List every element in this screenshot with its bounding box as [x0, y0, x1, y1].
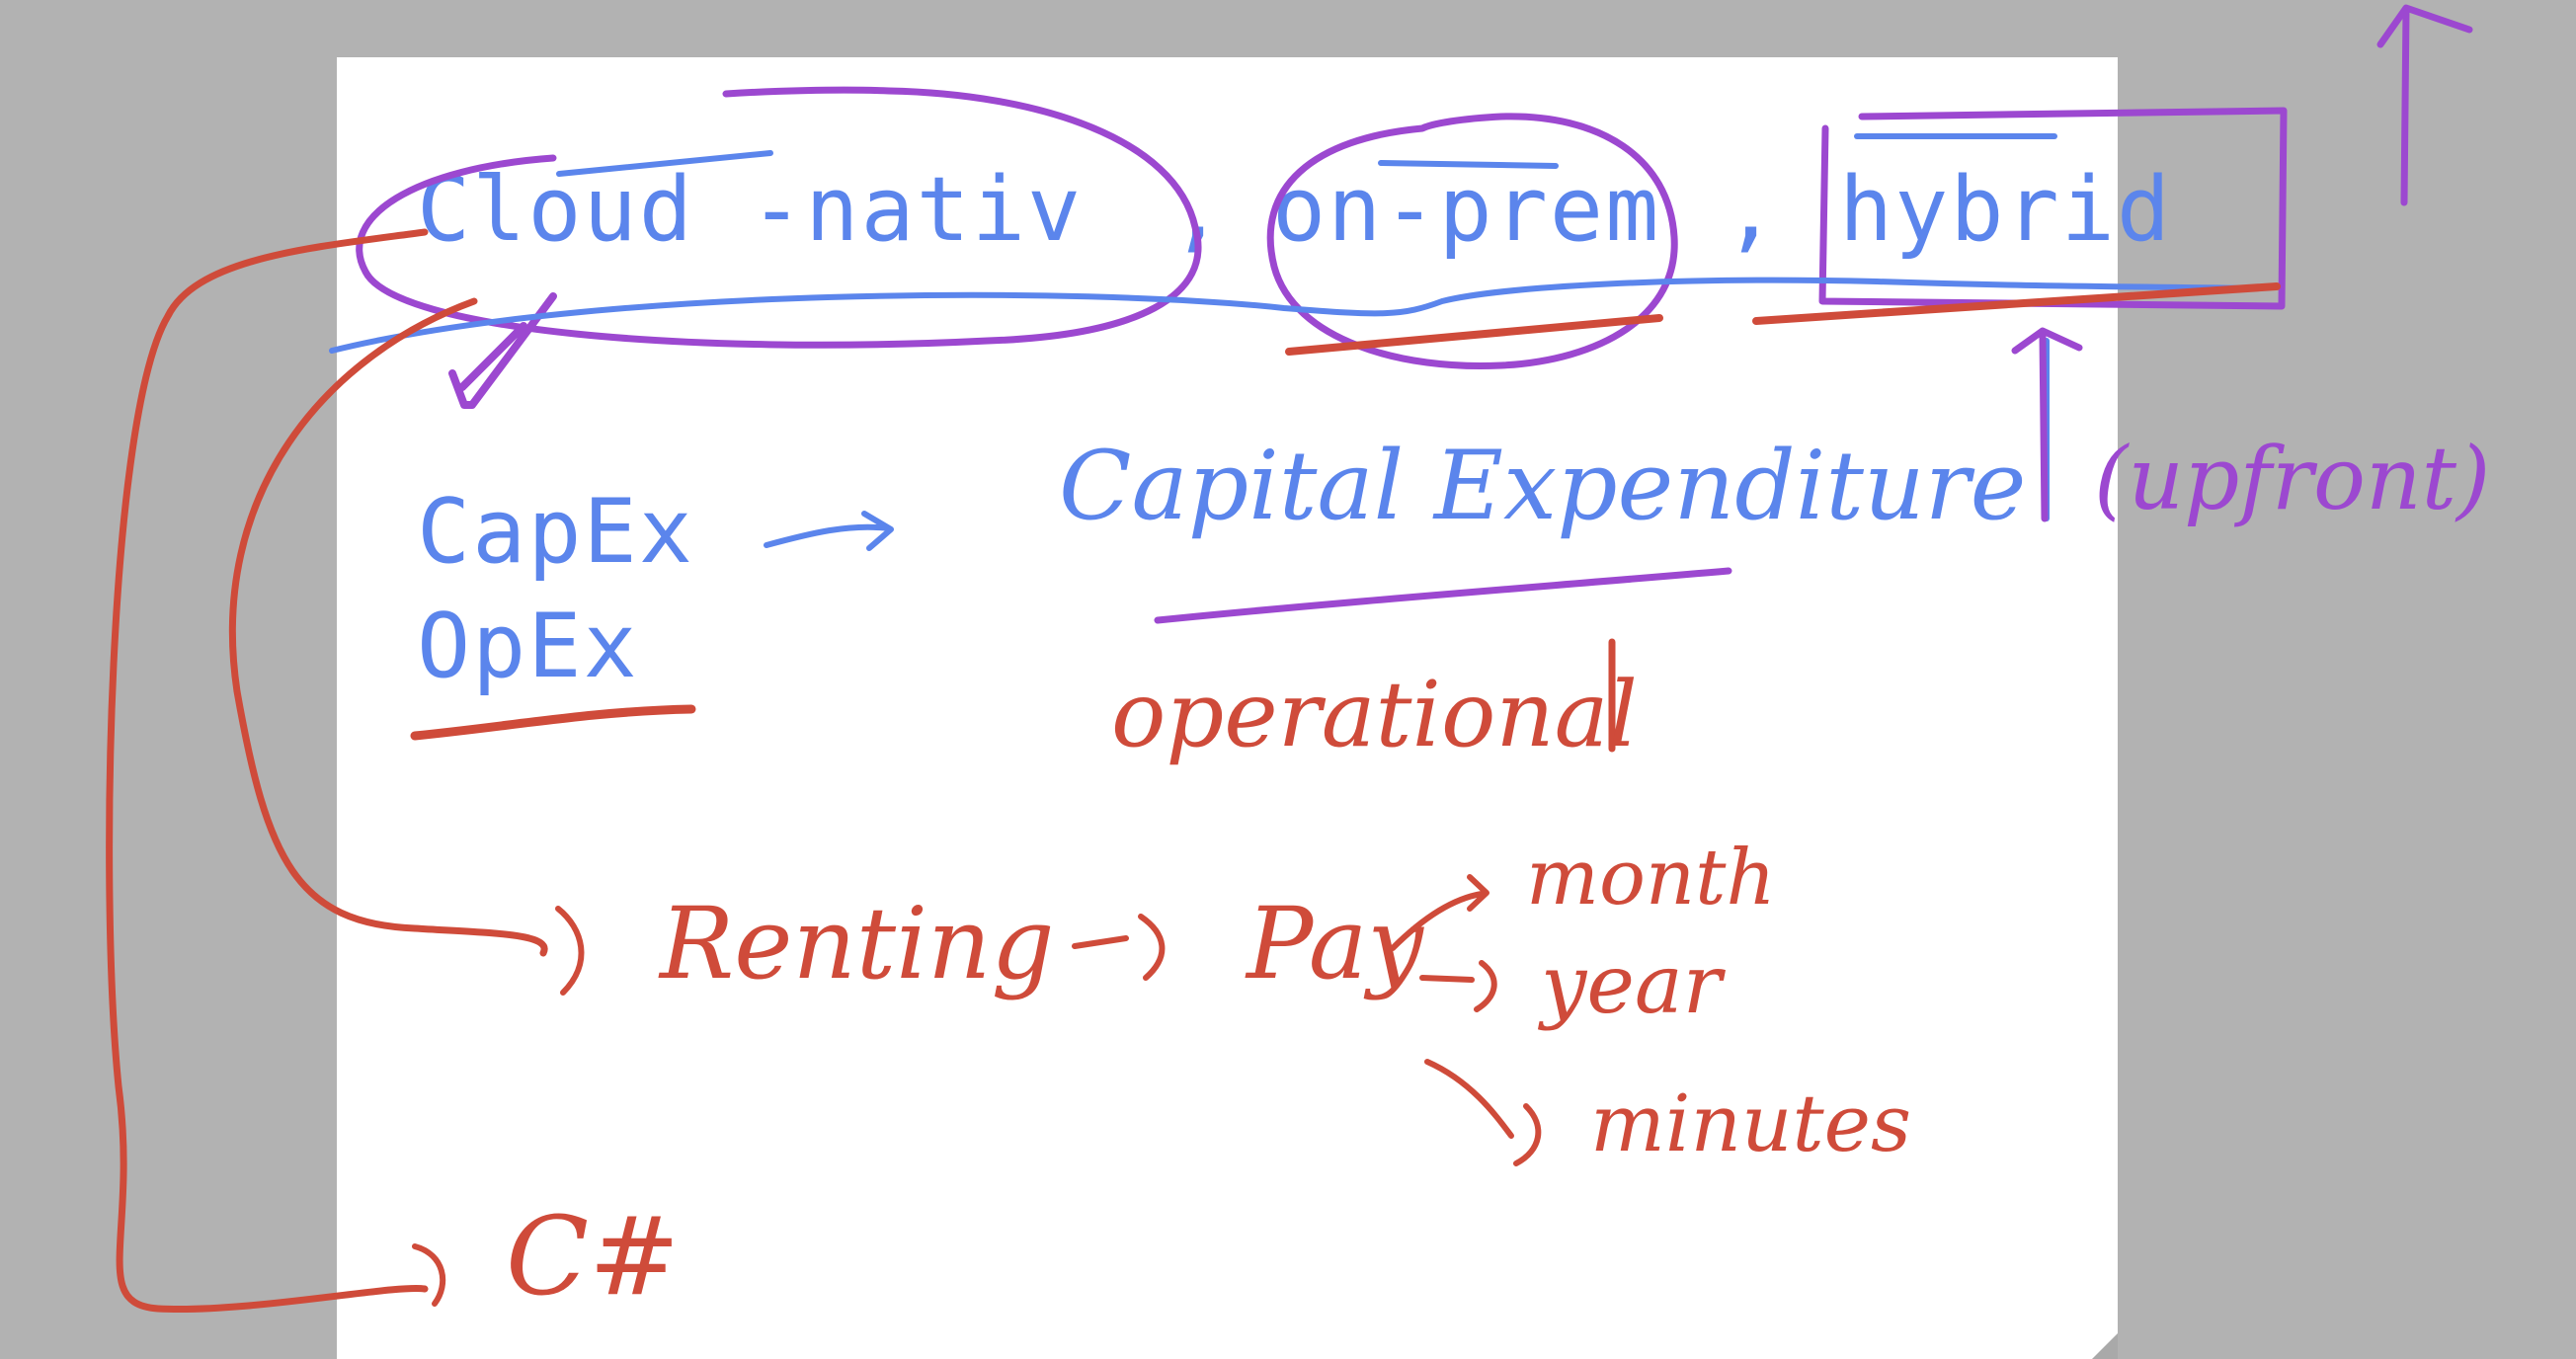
- term-hybrid: hybrid: [1839, 158, 2173, 262]
- capex-meaning-underline: [1154, 567, 1732, 624]
- term-opex: OpEx: [417, 595, 639, 698]
- resize-grip-icon[interactable]: [2092, 1333, 2118, 1359]
- handwritten-pay: Pay: [1245, 886, 1424, 1001]
- handwritten-upfront: (upfront): [2094, 428, 2490, 529]
- handwritten-year: year: [1537, 938, 1727, 1032]
- arrow-pay-to-minutes: [1424, 1059, 1542, 1166]
- circle-on-prem: [1266, 113, 1678, 370]
- dash-over-on-prem: [1378, 160, 1559, 169]
- circle-cloud-native: [356, 86, 1202, 349]
- curve-to-renting: [229, 297, 548, 957]
- term-on-prem: on-prem: [1272, 158, 1661, 262]
- handwritten-operational: operational: [1111, 662, 1638, 767]
- term-cloud-native: Cloud -nativ: [417, 158, 1084, 262]
- wave-underline-line1: [329, 277, 2265, 354]
- bracket-to-csharp: [106, 228, 429, 1314]
- arrow-pay-to-month: [1390, 874, 1489, 951]
- hybrid-pointer-arrow: [2011, 327, 2083, 522]
- arrow-to-csharp: [412, 1243, 446, 1307]
- handwritten-renting: Renting: [658, 886, 1054, 1001]
- arrow-renting-to-pay: [1072, 914, 1166, 981]
- underline-hybrid: [1752, 282, 2281, 325]
- underline-on-prem: [1285, 314, 1663, 356]
- handwritten-minutes: minutes: [1590, 1078, 1911, 1169]
- top-right-up-arrow: [2376, 4, 2473, 206]
- term-capex: CapEx: [417, 480, 694, 584]
- box-hybrid: [1818, 107, 2288, 310]
- capex-arrow: [764, 511, 894, 551]
- handwritten-csharp: C#: [506, 1193, 680, 1319]
- handwritten-month: month: [1526, 834, 1776, 922]
- dash-over-cloud: [556, 150, 773, 177]
- underline-opex: [410, 704, 696, 741]
- handwritten-capital-expenditure: Capital Expenditure: [1059, 431, 2026, 541]
- check-mark: [448, 292, 557, 409]
- separator-comma-2: ,: [1724, 158, 1780, 262]
- arrow-pay-to-year: [1419, 960, 1497, 1012]
- arrow-to-renting: [555, 906, 585, 996]
